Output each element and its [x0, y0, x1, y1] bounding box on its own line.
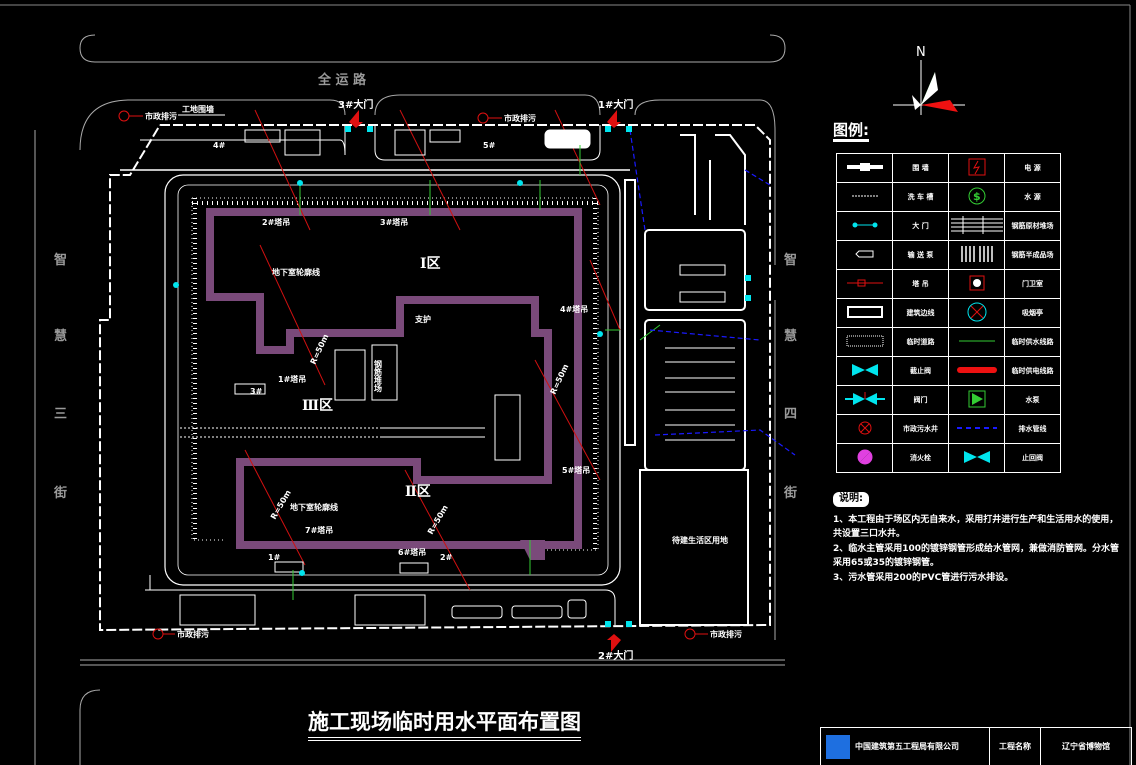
- delivery-pump-icon: [836, 240, 893, 270]
- gate-2-label: 2#大门: [598, 649, 633, 662]
- pump-label: 2#: [440, 553, 453, 562]
- zone-3-label: Ⅲ区: [302, 398, 333, 414]
- support-label: 支护: [414, 314, 431, 324]
- smoking-booth-icon: [948, 298, 1005, 328]
- crane-3-label: 3#塔吊: [380, 217, 408, 227]
- svg-text:街: 街: [783, 485, 797, 501]
- company-name: 中国建筑第五工程局有限公司: [855, 742, 959, 751]
- zone-1-label: Ⅰ区: [420, 256, 441, 272]
- rebar-raw-yard-icon: [948, 211, 1005, 241]
- note-item: 3、污水管采用200的PVC管进行污水排设。: [833, 572, 1014, 583]
- municipal-sewer-label: 市政排污: [177, 629, 209, 639]
- legend-title: 图例:: [833, 122, 869, 142]
- project-name: 辽宁省博物馆: [1062, 742, 1110, 751]
- municipal-sewer-label: 市政排污: [145, 111, 177, 121]
- road-label-east: 智 慧 四 街: [783, 252, 797, 501]
- guard-room-icon: [948, 269, 1005, 299]
- north-road-edge: [79, 34, 786, 63]
- basement-outline: [206, 208, 582, 549]
- svg-text:街: 街: [53, 485, 67, 501]
- power-source-icon: [948, 153, 1005, 183]
- legend-row: 截止阀临时供电线路: [836, 356, 1061, 386]
- crane-radius-label: R=50m: [309, 333, 331, 366]
- legend-table: 围 墙电 源 洗 车 槽$水 源 大 门钢筋原材堆场 输 送 泵钢筋半成品场 塔…: [836, 153, 1061, 473]
- note-item: 1、本工程由于场区内无自来水，采用打井进行生产和生活用水的使用，共设置三口水井。: [833, 514, 1119, 540]
- pump-label: 3#: [250, 387, 263, 396]
- water-pump-icon: [948, 385, 1005, 415]
- crane-4-label: 4#塔吊: [560, 304, 588, 314]
- company-logo-icon: [826, 734, 850, 759]
- municipal-sewer-label: 市政排污: [504, 113, 536, 123]
- svg-text:四: 四: [784, 407, 797, 422]
- title-block: 中国建筑第五工程局有限公司 工程名称 辽宁省博物馆: [820, 727, 1132, 765]
- north-arrow-icon: N: [893, 45, 965, 115]
- notes: 说明: 1、本工程由于场区内无自来水，采用打井进行生产和生活用水的使用，共设置三…: [833, 492, 1123, 585]
- gate-3-label: 3#大门: [338, 98, 373, 111]
- municipal-sewer-label: 市政排污: [710, 629, 742, 639]
- wall-icon: [836, 153, 893, 183]
- tower-crane-icon: [836, 269, 893, 299]
- crane-7-label: 7#塔吊: [305, 525, 333, 535]
- svg-text:慧: 慧: [784, 328, 797, 344]
- svg-text:智: 智: [54, 252, 67, 268]
- road-label-west: 智 慧 三 街: [53, 252, 67, 501]
- rebar-yard-label: 钢筋堆场: [374, 359, 383, 393]
- crane-1-label: 1#塔吊: [278, 374, 306, 384]
- temporary-road: [164, 174, 621, 586]
- project-name-label: 工程名称: [990, 728, 1041, 765]
- svg-text:智: 智: [784, 252, 797, 268]
- legend-row: 临时道路临时供水线路: [836, 327, 1061, 357]
- site-wall: [99, 124, 771, 632]
- svg-text:N: N: [916, 45, 926, 60]
- legend-row: 大 门钢筋原材堆场: [836, 211, 1061, 241]
- pump-label: 5#: [483, 141, 496, 150]
- legend-row: 建筑边线吸烟亭: [836, 298, 1061, 328]
- notes-title: 说明:: [833, 492, 869, 507]
- water-source-icon: $: [948, 182, 1005, 212]
- power-supply-line-icon: [948, 356, 1005, 386]
- stop-valve-icon: [836, 356, 893, 386]
- sewer-well-icon: [836, 414, 893, 444]
- note-item: 2、临水主管采用100的镀锌钢管形成给水管网，兼做消防管网。分水管采用65或35…: [833, 543, 1120, 569]
- valve-icon: [836, 385, 893, 415]
- drainage-line-icon: [948, 414, 1005, 444]
- legend-row: 洗 车 槽$水 源: [836, 182, 1061, 212]
- drawing-title: 施工现场临时用水平面布置图: [308, 706, 581, 741]
- gate-icon: [836, 211, 893, 241]
- road-label-north: 全 运 路: [317, 72, 367, 88]
- pump-label: 1#: [268, 553, 281, 562]
- pump-label: 4#: [213, 141, 226, 150]
- legend-row: 输 送 泵钢筋半成品场: [836, 240, 1061, 270]
- legend-row: 围 墙电 源: [836, 153, 1061, 183]
- legend-row: 塔 吊门卫室: [836, 269, 1061, 299]
- crane-6-label: 6#塔吊: [398, 547, 426, 557]
- check-valve-icon: [948, 443, 1005, 473]
- crane-2-label: 2#塔吊: [262, 217, 290, 227]
- rebar-semi-finished-yard-icon: [948, 240, 1005, 270]
- crane-5-label: 5#塔吊: [562, 465, 590, 475]
- wash-trough-icon: [836, 182, 893, 212]
- basement-outline-label: 地下室轮廓线: [290, 502, 338, 512]
- gate-posts: [173, 126, 751, 627]
- water-supply-line-icon: [948, 327, 1005, 357]
- svg-text:慧: 慧: [54, 328, 67, 344]
- svg-text:三: 三: [54, 407, 67, 422]
- temporary-road-icon: [836, 327, 893, 357]
- building-edge-icon: [836, 298, 893, 328]
- future-living-area-label: 待建生活区用地: [671, 535, 728, 545]
- site-wall-label: 工地围墙: [182, 104, 214, 114]
- gate-1-label: 1#大门: [598, 98, 633, 111]
- legend-row: 市政污水井排水管线: [836, 414, 1061, 444]
- zone-2-label: Ⅱ区: [405, 484, 431, 500]
- basement-outline-label: 地下室轮廓线: [272, 267, 320, 277]
- legend-row: 消火栓止回阀: [836, 443, 1061, 473]
- fire-hydrant-icon: [836, 443, 893, 473]
- svg-text:$: $: [973, 190, 981, 203]
- legend-row: 阀门水泵: [836, 385, 1061, 415]
